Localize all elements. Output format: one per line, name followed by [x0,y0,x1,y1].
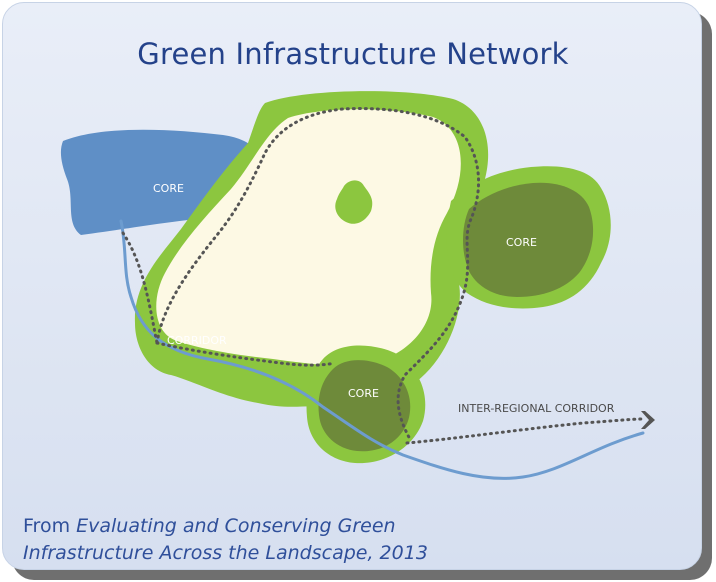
label-core-south: CORE [348,387,379,400]
network-map: CORE CORE CORE CORRIDOR INTER-REGIONAL C… [60,91,655,480]
label-inter-regional: INTER-REGIONAL CORRIDOR [458,402,615,415]
caption-prefix: From [23,515,77,537]
corridor-dotted-inner [155,341,337,367]
core-east-area [463,182,594,297]
caption-title-line2: Infrastructure Across the Landscape, 201… [23,542,428,564]
source-caption: From Evaluating and Conserving Green Inf… [23,513,583,567]
label-core-east: CORE [506,236,537,249]
diagram-card: Green Infrastructure Network CORE CORE C… [2,2,702,570]
interior-hub [335,180,373,224]
label-core-nw: CORE [153,182,184,195]
inter-regional-arrow-icon [641,411,655,429]
inter-regional-path [405,417,645,445]
diagram-title: Green Infrastructure Network [137,37,569,71]
river [119,219,645,480]
core-south-area [318,360,411,452]
label-corridor: CORRIDOR [167,334,227,347]
corridor-dotted-west [121,231,159,345]
interior-open-land [156,109,461,366]
caption-title-line1: Evaluating and Conserving Green [76,515,396,537]
corridor-dotted-path [155,107,480,443]
